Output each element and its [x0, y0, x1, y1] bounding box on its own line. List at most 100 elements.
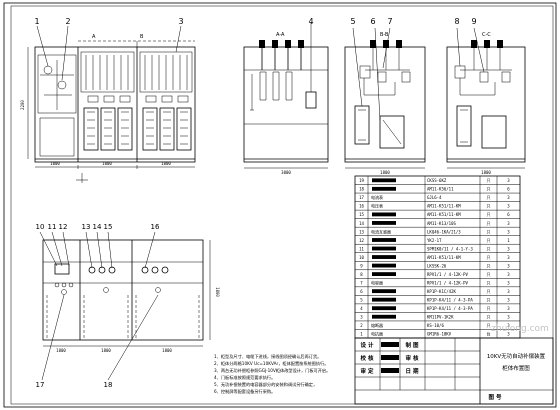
bom-cell-name: 电容器 — [371, 279, 383, 285]
bom-cell-qty: 3 — [507, 289, 510, 294]
bom-cell-name-redacted — [372, 212, 396, 217]
bom-cell-no: 14 — [359, 221, 364, 226]
tb-review-label: 审 核 — [406, 354, 419, 362]
note-5: 5、无功补偿装置的电容器部分的安装和调试另行确定， — [214, 381, 317, 388]
bom-cell-spec: GJL6-4 — [427, 195, 442, 200]
callout-7: 7 — [387, 17, 392, 26]
callout-5: 5 — [350, 17, 355, 26]
bom-cell-spec: KP1P-K4/11 / 4-3-PA — [427, 298, 473, 303]
bom-cell-no: 1 — [360, 332, 363, 337]
bom-cell-qty: 3 — [507, 229, 510, 234]
bom-cell-spec: KM11PV-1K2K — [427, 315, 454, 320]
bom-cell-spec: AM11-K51/11-KM — [427, 204, 461, 209]
bom-cell-spec: GM1R6-10KV — [427, 332, 452, 337]
callout-16: 16 — [151, 223, 160, 231]
bom-cell-qty: 6 — [507, 187, 510, 192]
section-CC-view — [446, 27, 526, 169]
callout-14: 14 — [93, 223, 102, 231]
plan-dim-3: 1800 — [162, 348, 172, 353]
bom-cell-name: 熔断器 — [371, 322, 383, 328]
bom-cell-qty: 1 — [507, 238, 510, 243]
plan-dim-2: 1800 — [101, 348, 111, 353]
bom-cell-spec: LKSSK-26 — [427, 263, 447, 268]
bom-cell-no: 2 — [360, 323, 363, 328]
section-title-AA: A-A — [276, 32, 285, 38]
bom-cell-spec: SPM1K0/11 / 4-1-Y-3 — [427, 246, 473, 251]
bom-cell-qty: 3 — [507, 195, 510, 200]
sheet-inner-border — [10, 5, 554, 405]
bom-cell-qty: 3 — [507, 298, 510, 303]
tb-draw-label: 制 图 — [406, 341, 419, 349]
bom-cell-name-redacted — [372, 238, 396, 242]
callout-12: 12 — [59, 223, 68, 231]
bom-cell-no: 19 — [359, 178, 364, 183]
bom-cell-qty: 3 — [507, 323, 510, 328]
tb-check-label: 校 核 — [361, 354, 374, 362]
bom-cell-qty: 3 — [507, 255, 510, 260]
bom-cell-unit: 只 — [487, 238, 491, 243]
bom-cell-no: 18 — [359, 187, 364, 192]
bom-cell-qty: 3 — [507, 204, 510, 209]
note-1: 1、柜型及尺寸、电缆下进线，接线图须经确认后再订货。 — [214, 353, 321, 360]
sec-dim-1: 3000 — [281, 170, 291, 175]
drawing-title-line1: 10KV无功自动补偿装置 — [487, 352, 546, 360]
bom-cell-unit: 只 — [487, 229, 491, 234]
bom-cell-name: 电流表 — [371, 194, 383, 200]
bom-cell-spec: CKSS-6KZ — [427, 178, 447, 183]
bom-cell-name-redacted — [372, 297, 396, 302]
bom-cell-name-redacted — [372, 272, 396, 277]
bom-cell-spec: YK2-1T — [427, 238, 442, 243]
bom-cell-no: 5 — [360, 298, 363, 303]
bom-cell-unit: 只 — [487, 315, 491, 320]
bom-cell-unit: 只 — [487, 221, 491, 226]
bom-cell-spec: KP1P-K1C/42K — [427, 289, 456, 294]
note-6: 6、控制屏等配套设备另行采购。 — [214, 388, 275, 395]
sec-dim-2: 1800 — [380, 170, 390, 175]
plan-dim-height: 1800 — [215, 287, 220, 297]
bom-cell-name-redacted — [372, 314, 396, 319]
callout-1: 1 — [34, 17, 39, 26]
bom-cell-spec: LKQ46-1KA/21/3 — [427, 229, 461, 234]
bom-cell-name: 电抗器 — [371, 331, 383, 337]
note-3: 3、两台无功补偿柜参照GGJ-10V柜体改型设计，门板可开启。 — [214, 367, 330, 374]
callout-4: 4 — [308, 17, 313, 26]
sheet-outer-border — [3, 2, 557, 408]
sec-dim-3: 1800 — [481, 170, 491, 175]
bom-cell-unit: 只 — [487, 298, 491, 303]
bom-cell-qty: 3 — [507, 221, 510, 226]
bom-cell-name-redacted — [372, 186, 396, 191]
bom-cell-spec: AM11-K51/11-KM — [427, 255, 461, 260]
section-mark-A: A — [92, 34, 96, 40]
plan-dim-1: 1800 — [56, 348, 66, 353]
bom-cell-spec: AM11-K13/10S — [427, 221, 456, 226]
bom-cell-unit: 只 — [487, 289, 491, 294]
bom-cell-name-redacted — [372, 255, 396, 259]
bom-cell-no: 3 — [360, 315, 363, 320]
callout-18: 18 — [104, 381, 113, 389]
bom-cell-no: 16 — [359, 204, 364, 209]
bom-cell-name-redacted — [372, 263, 396, 268]
bom-cell-unit: 只 — [487, 246, 491, 251]
bom-cell-name-redacted — [372, 221, 396, 225]
front-cabinet-outline — [34, 46, 196, 163]
callout-6: 6 — [370, 17, 375, 26]
callout-15: 15 — [104, 223, 113, 231]
panel-door-view — [39, 231, 211, 381]
front-dim-height: 2200 — [20, 100, 25, 110]
tb-approve-label: 审 定 — [361, 367, 374, 375]
front-dim-3: 1000 — [161, 161, 171, 166]
section-mark-B: B — [140, 34, 144, 40]
section-title-CC: C-C — [482, 32, 491, 38]
bom-cell-unit: 只 — [487, 280, 491, 285]
bom-cell-unit: 只 — [487, 195, 491, 200]
bom-cell-unit: 只 — [487, 212, 491, 217]
bom-cell-name: 电压表 — [371, 203, 383, 209]
bom-cell-no: 4 — [360, 306, 363, 311]
bom-cell-name-redacted — [372, 289, 396, 294]
bom-cell-unit: 只 — [487, 255, 491, 260]
bom-cell-qty: 3 — [507, 178, 510, 183]
callout-8: 8 — [454, 17, 459, 26]
